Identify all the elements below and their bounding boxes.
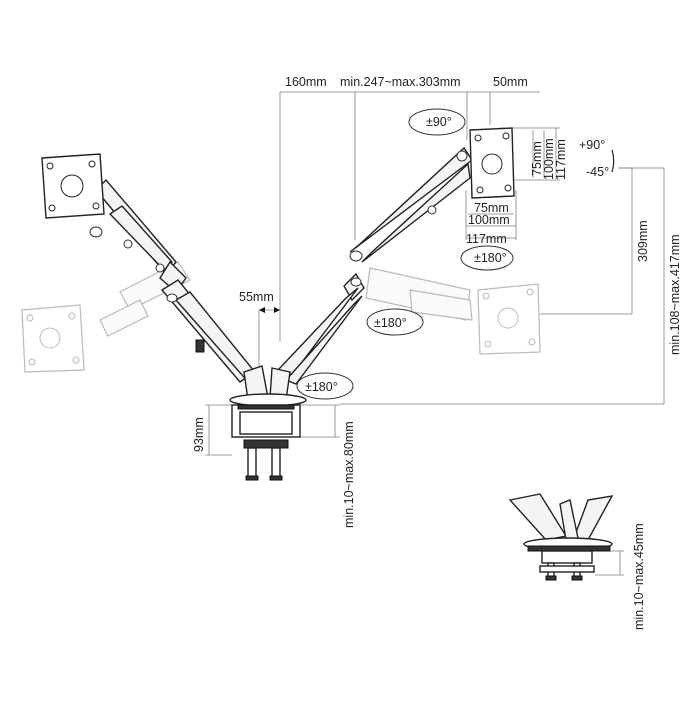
right-ghost-arm (365, 267, 541, 355)
left-main-arm (41, 153, 259, 386)
right-main-arm (276, 127, 515, 385)
dim-clamp-range: min.10~max.80mm (342, 421, 356, 528)
angle-tilt-up: +90° (579, 138, 605, 152)
dim-93: 93mm (192, 417, 206, 452)
angle-tilt-down: -45° (586, 165, 609, 179)
dim-span-range: min.247~max.303mm (340, 75, 461, 89)
rotation-markers (296, 108, 615, 400)
dimension-lines (205, 91, 665, 576)
dim-309: 309mm (636, 220, 650, 262)
dim-50: 50mm (493, 75, 528, 89)
dim-vesa-v-100: 100mm (542, 138, 556, 180)
dim-vesa-v-75: 75mm (530, 141, 544, 176)
left-ghost-arm (21, 261, 191, 373)
dim-height-range: min.108~max.417mm (668, 234, 682, 355)
dim-grommet-range: min.10~max.45mm (632, 523, 646, 630)
angle-rotate-180-c: ±180° (305, 380, 338, 394)
dim-vesa-h-117: 117mm (466, 232, 507, 246)
center-base (229, 365, 307, 481)
labels: 160mm min.247~max.303mm 50mm 55mm ±90° +… (192, 75, 682, 630)
grommet-inset (508, 493, 614, 581)
dim-55: 55mm (239, 290, 274, 304)
dim-vesa-h-75: 75mm (474, 201, 509, 215)
angle-swivel-90: ±90° (426, 115, 452, 129)
dim-vesa-h-100: 100mm (468, 213, 510, 227)
angle-rotate-180-a: ±180° (474, 251, 507, 265)
dim-160: 160mm (285, 75, 327, 89)
dim-vesa-v-117: 117mm (554, 139, 568, 180)
angle-rotate-180-b: ±180° (374, 316, 407, 330)
